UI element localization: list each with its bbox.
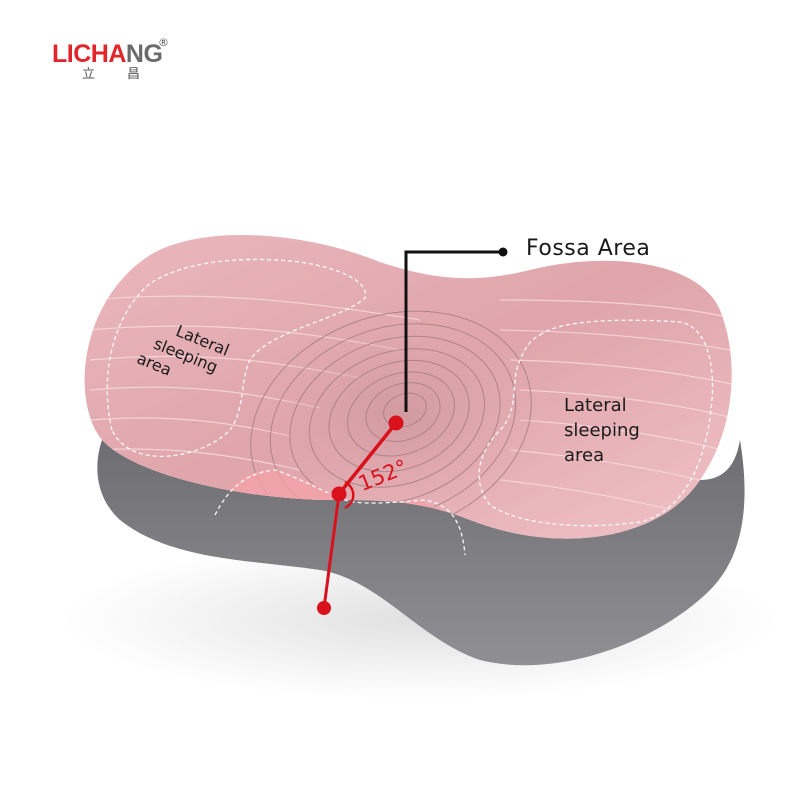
angle-indicator [317,415,404,615]
right-lateral-line1: Lateral [564,395,627,416]
brand-logo: LICHANG ® 立 昌 [52,36,169,88]
logo-text-part1: LICH [52,40,109,68]
logo-wordmark: LICHANG [52,40,163,68]
logo-text-part2: A [108,40,126,68]
right-lateral-outline [478,319,714,527]
pillow-side [97,440,745,666]
right-lateral-line3: area [564,445,605,466]
logo-chinese-char-2: 昌 [127,67,141,82]
fossa-callout-line [404,247,508,412]
neck-zone-outline [214,469,466,556]
left-lateral-outline [106,258,367,458]
right-lateral-line2: sleeping [564,420,640,441]
right-lateral-label: Lateral sleeping area [564,393,640,468]
registered-mark-icon: ® [158,36,169,49]
fossa-area-label: Fossa Area [526,236,651,261]
logo-text-part3: NG [125,40,163,68]
logo-chinese-char-1: 立 [82,67,96,82]
